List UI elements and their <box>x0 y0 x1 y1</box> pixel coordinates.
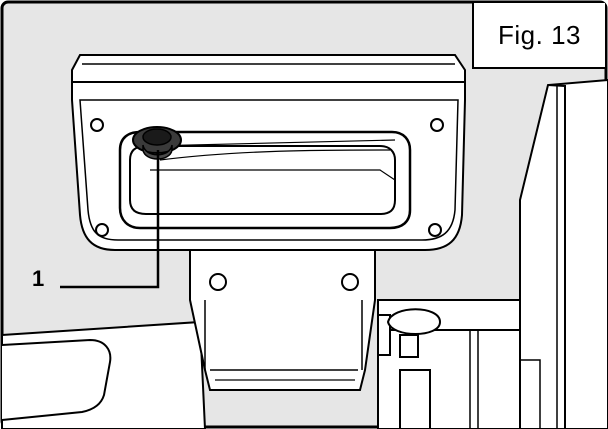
callout-number-1: 1 <box>32 266 45 291</box>
head-screw-bottom-left <box>95 223 109 237</box>
left-base <box>1 320 207 429</box>
callout-leader-line <box>60 150 160 289</box>
figure-label: Fig. 13 <box>498 19 581 50</box>
head-screw-bottom-right <box>428 223 442 237</box>
stem-screw-right <box>341 273 359 291</box>
grip-recess <box>118 130 412 230</box>
handle-stem <box>189 249 376 391</box>
stem-screw-left <box>209 273 227 291</box>
head-screw-top-right <box>430 118 444 132</box>
head-screw-top-left <box>90 118 104 132</box>
head-top-plate <box>71 54 466 83</box>
side-knob <box>377 308 442 358</box>
figure-label-box: Fig. 13 <box>472 3 605 69</box>
